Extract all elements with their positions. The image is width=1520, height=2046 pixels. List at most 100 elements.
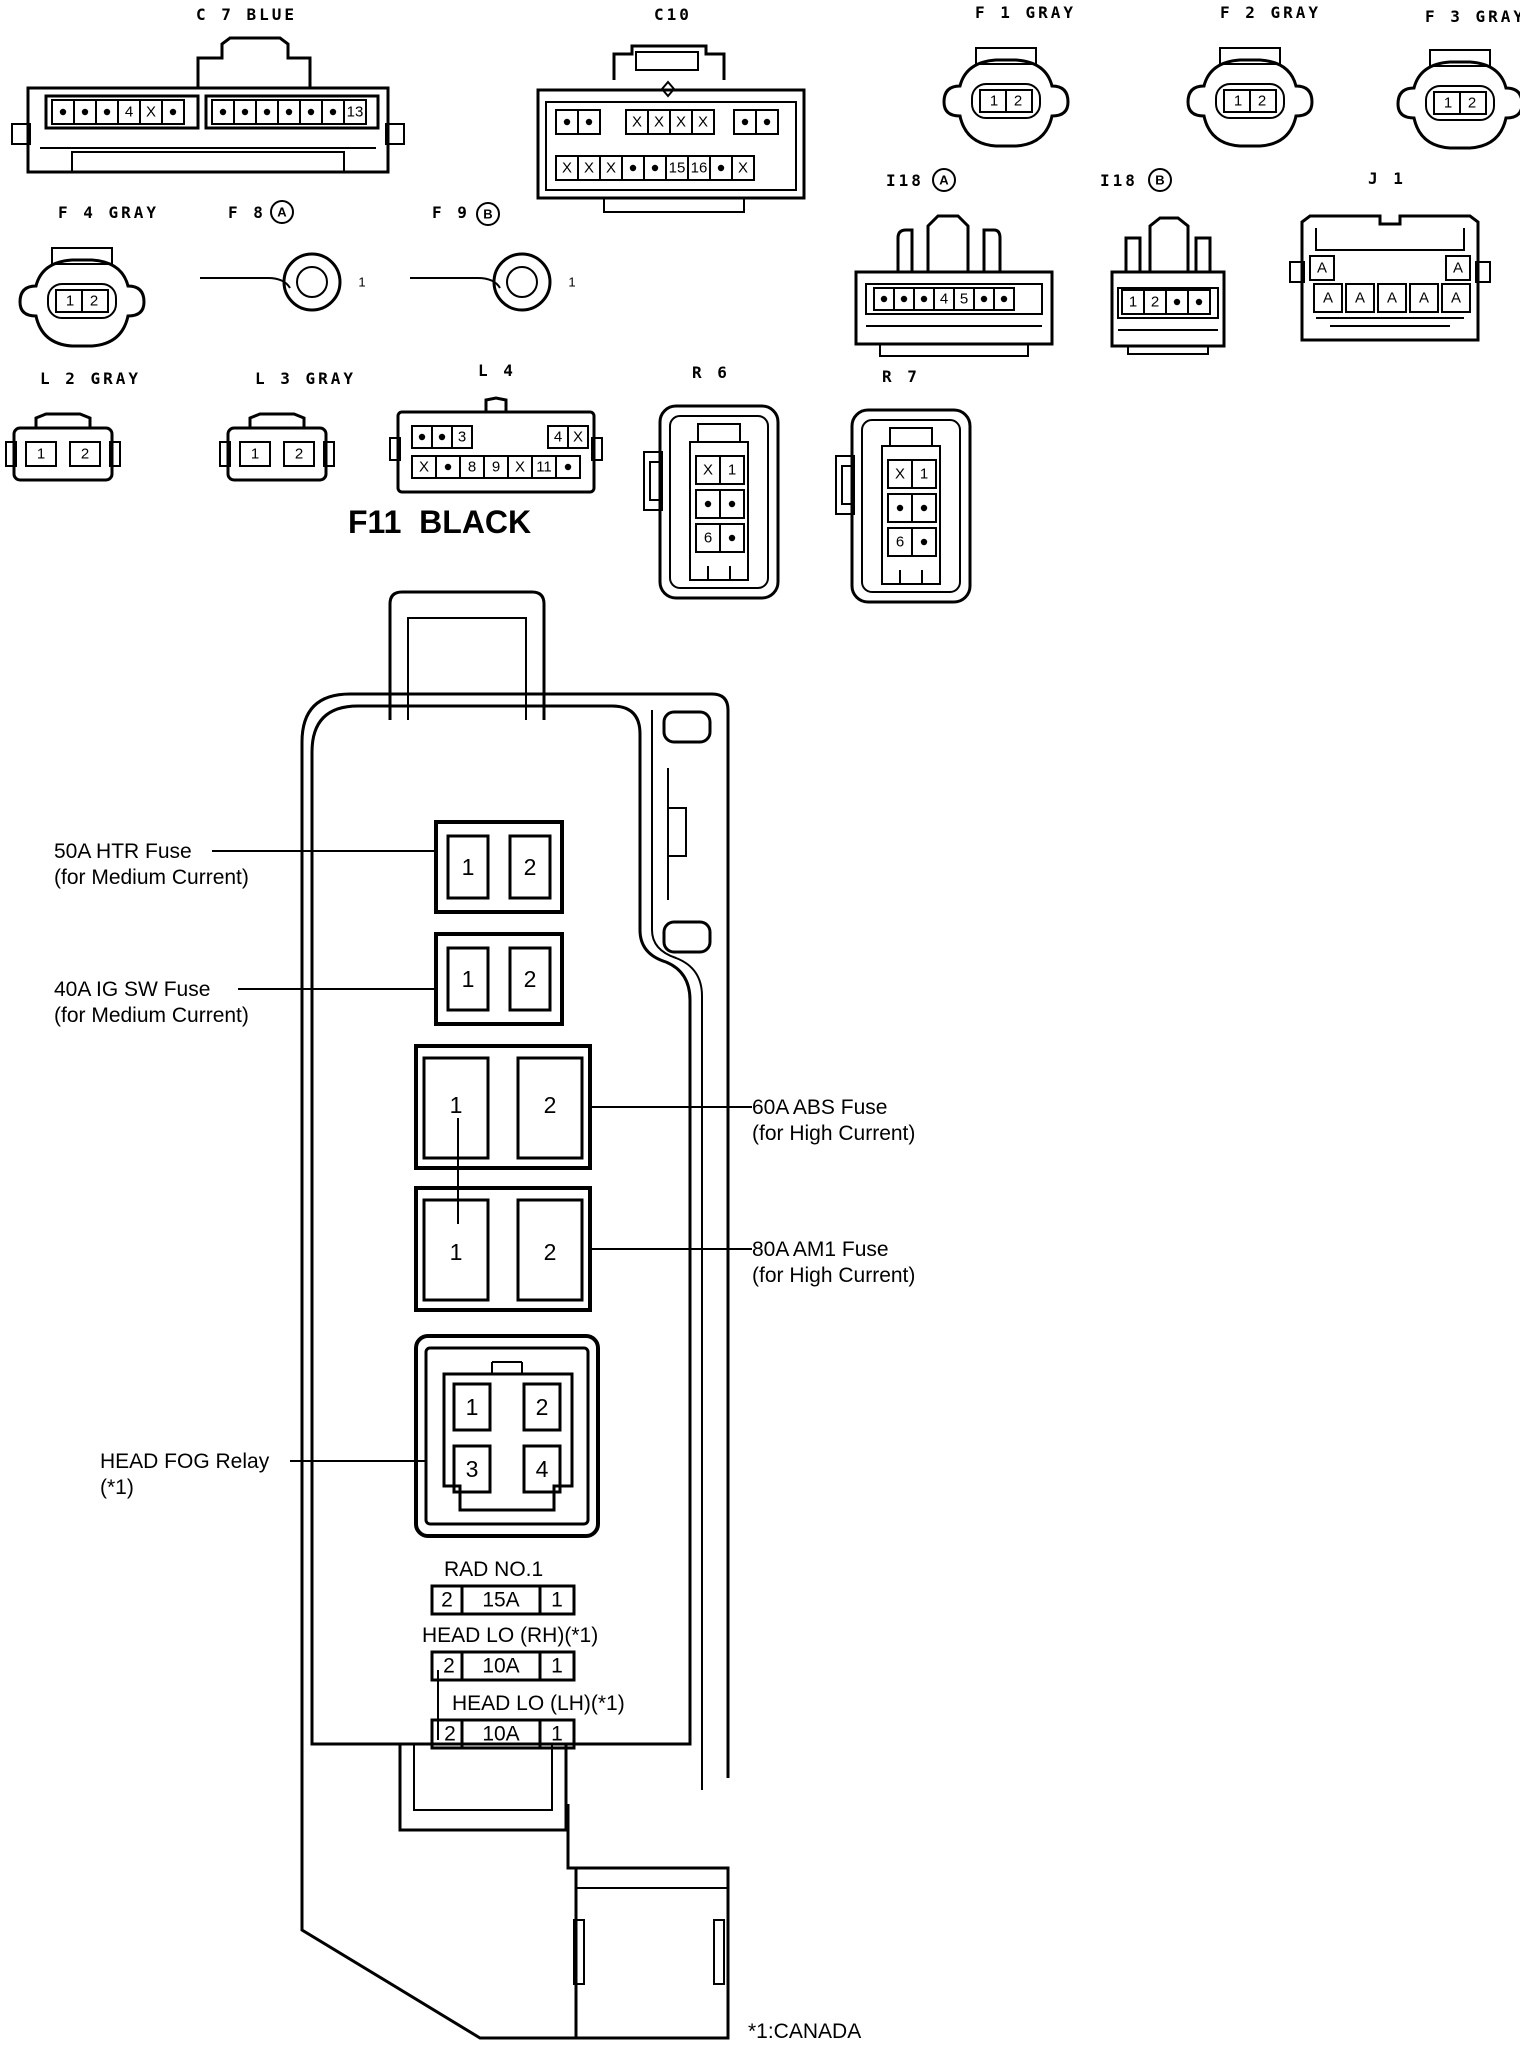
i18a-pin-cell [993, 287, 1015, 311]
r-pin-text: 6 [704, 530, 712, 547]
j1-pin-text: A [1451, 290, 1461, 307]
i18b-pin-dot [1195, 298, 1203, 306]
r-pin-text: 1 [728, 462, 736, 479]
htr-fuse-label: 50A HTR Fuse [54, 840, 192, 863]
htr-fuse: 1 2 [434, 820, 564, 914]
c10-pin-text: X [654, 114, 664, 131]
fuse-box-housing [300, 590, 730, 2040]
c7-pin-dot [241, 108, 249, 116]
c10-pin-text: X [632, 114, 642, 131]
relay-pin-4: 4 [536, 1456, 549, 1482]
l4-pin-cell [451, 425, 473, 449]
connector-label-i18a: I18 [886, 171, 924, 190]
i18a-pin-dot [1000, 295, 1008, 303]
c7-pin-text: 4 [125, 104, 133, 121]
r-pin-text: 1 [920, 466, 928, 483]
pin-1: 1 [990, 93, 998, 110]
i18b-pin-text: 2 [1151, 294, 1159, 311]
am1-fuse-pin-1: 1 [450, 1239, 463, 1265]
pin-1: 1 [1234, 93, 1242, 110]
j1-pin-text: A [1323, 290, 1333, 307]
connector-label-j1: J 1 [1368, 169, 1406, 188]
c10-pin-text: X [698, 114, 708, 131]
head-lo-rh-label: HEAD LO (RH)(*1) [422, 1624, 598, 1647]
connector-i18b-circle-label: B [1155, 173, 1164, 188]
connector-label-r7: R 7 [882, 367, 920, 386]
htr-fuse-pin-2: 2 [524, 854, 537, 880]
i18b-pin-dot [1173, 298, 1181, 306]
head-fog-relay-sublabel: (*1) [100, 1476, 134, 1499]
c10-pin-text: 15 [669, 160, 686, 177]
i18a-pin-dot [900, 295, 908, 303]
connector-label-l4: L 4 [478, 361, 516, 380]
c10-pin-dot [585, 118, 593, 126]
r-pin-text: 6 [896, 534, 904, 551]
c10-pin-dot [563, 118, 571, 126]
terminal-f8-pin: 1 [358, 275, 365, 290]
am1-fuse-label: 80A AM1 Fuse [752, 1238, 889, 1261]
pin-text: 2 [295, 446, 303, 463]
l4-pin-text: X [419, 459, 429, 476]
head-lo-lh-label: HEAD LO (LH)(*1) [452, 1692, 625, 1715]
l4-pin-text: 4 [554, 429, 562, 446]
connector-f9: 1 [410, 252, 576, 312]
pin-1: 1 [1444, 95, 1452, 112]
i18b-pin-cell [1187, 289, 1211, 315]
c7-pin-text: 13 [347, 104, 364, 121]
c10-pin-cell [755, 109, 779, 135]
relay-pin-2: 2 [536, 1394, 549, 1420]
ig-sw-fuse-pin-1: 1 [462, 966, 475, 992]
am1-fuse-pin-2: 2 [544, 1239, 557, 1265]
r-pin-cell [911, 527, 937, 557]
connector-label-c10: C10 [654, 5, 692, 24]
pin-text: 1 [37, 446, 45, 463]
c10-pin-dot [741, 118, 749, 126]
r-pin-dot [728, 500, 736, 508]
ig-sw-fuse: 1 2 [434, 932, 564, 1026]
am1-fuse: 1 2 [414, 1186, 592, 1312]
l4-pin-dot [438, 433, 446, 441]
r-pin-cell [719, 489, 745, 519]
connector-label-f4: F 4 GRAY [58, 203, 159, 222]
c10-pin-text: X [606, 160, 616, 177]
connector-label-i18b: I18 [1100, 171, 1138, 190]
i18a-pin-dot [980, 295, 988, 303]
r-pin-dot [920, 538, 928, 546]
r-pin-text: X [895, 466, 905, 483]
c10-pin-dot [651, 164, 659, 172]
r-pin-dot [704, 500, 712, 508]
rad-no1-fuse: 2 15A 1 [430, 1584, 576, 1616]
head-lo-lh-pin-2: 2 [444, 1723, 456, 1746]
c10-pin-text: 16 [691, 160, 708, 177]
l4-pin-text: 11 [536, 459, 552, 476]
rad-no1-amp: 15A [482, 1589, 519, 1612]
pin-2: 2 [1258, 93, 1266, 110]
r-pin-dot [896, 504, 904, 512]
abs-fuse-pin-2: 2 [544, 1092, 557, 1118]
rad-no1-pin-2: 2 [441, 1589, 453, 1612]
l4-pin-text: X [515, 459, 525, 476]
c10-pin-dot [763, 118, 771, 126]
head-lo-lh-amp: 10A [482, 1723, 519, 1746]
c7-pin-dot [329, 108, 337, 116]
ig-sw-fuse-pin-2: 2 [524, 966, 537, 992]
c7-pin-dot [219, 108, 227, 116]
l4-pin-dot [418, 433, 426, 441]
pin-text: 1 [251, 446, 259, 463]
head-lo-rh-amp: 10A [482, 1655, 519, 1678]
l4-pin-text: 8 [468, 459, 476, 476]
connector-label-c7: C 7 BLUE [196, 5, 297, 24]
connector-label-f9: F 9 [432, 203, 470, 222]
c10-pin-text: X [738, 160, 748, 177]
j1-pin-text: A [1317, 260, 1327, 277]
